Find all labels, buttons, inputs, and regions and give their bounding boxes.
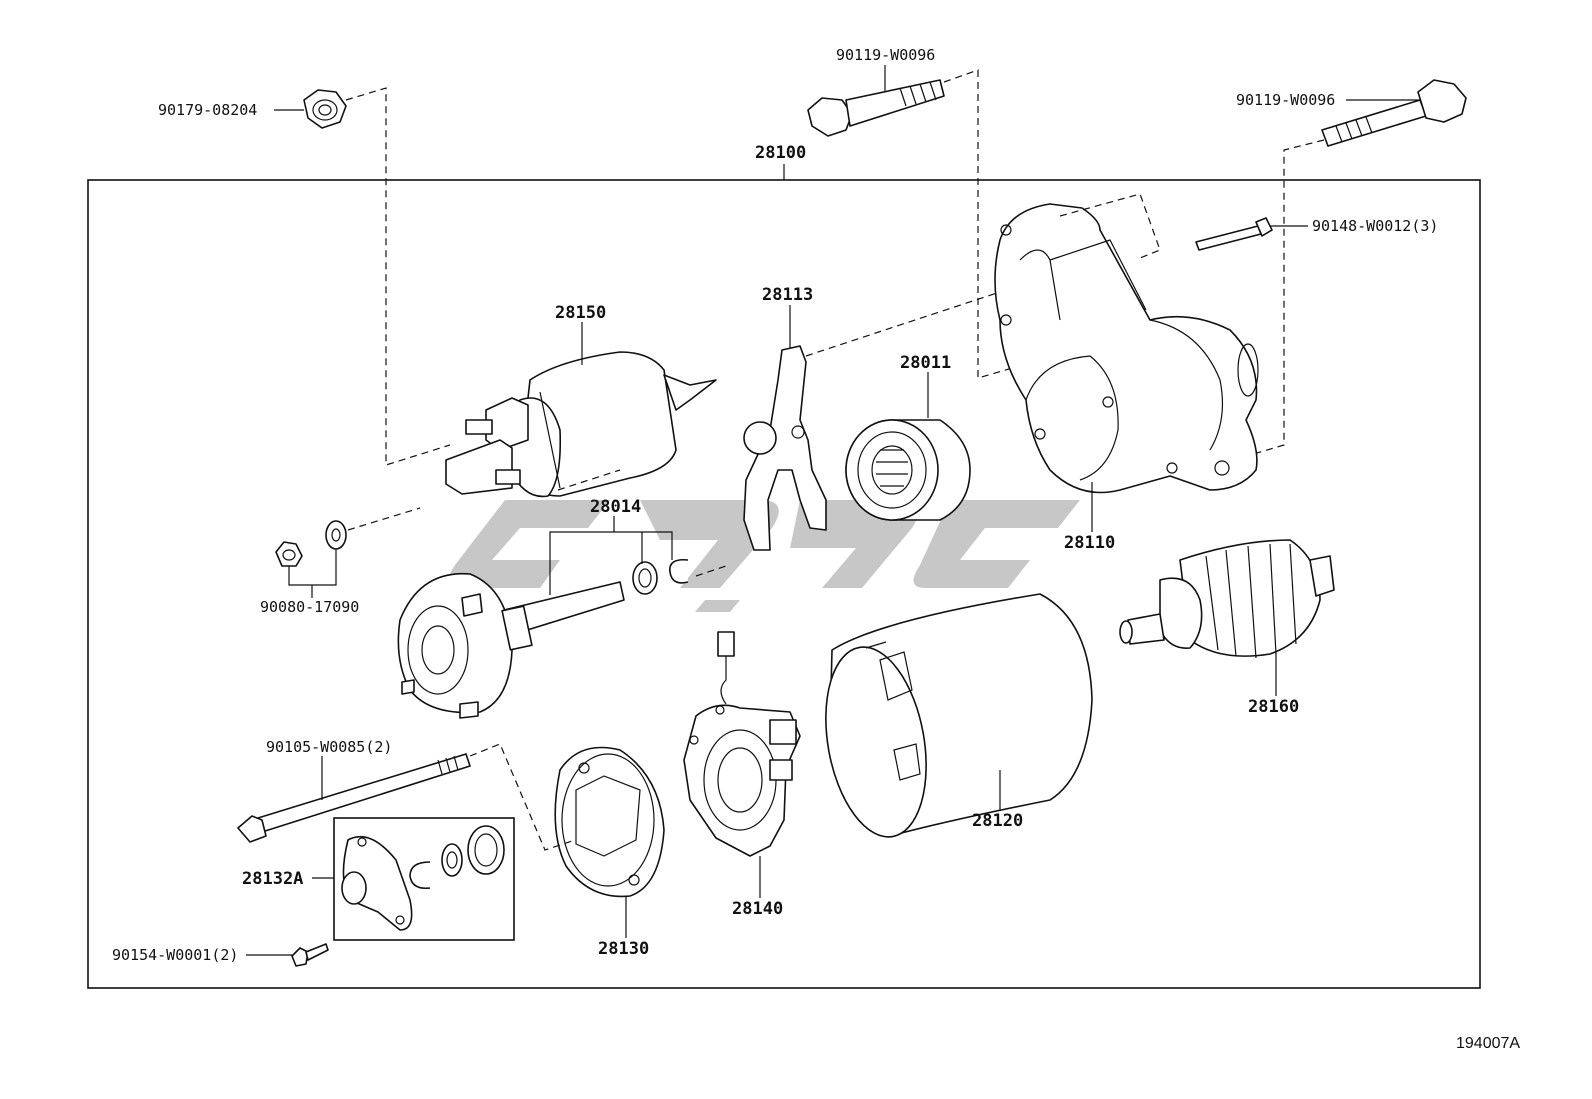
label-90154: 90154-W0001(2)	[112, 946, 238, 964]
label-28110: 28110	[1064, 533, 1115, 553]
label-28014: 28014	[590, 497, 641, 517]
label-28120: 28120	[972, 811, 1023, 831]
label-28150: 28150	[555, 303, 606, 323]
label-28011: 28011	[900, 353, 951, 373]
label-90179: 90179-08204	[158, 101, 257, 119]
screw-90154-icon	[291, 943, 329, 967]
nut-90179-icon	[303, 89, 347, 129]
figure-id: 194007A	[1456, 1035, 1520, 1052]
bolt-90148-icon	[1195, 217, 1273, 251]
lever-28113-icon	[743, 345, 827, 551]
armature-28160-icon	[1119, 539, 1335, 659]
yoke-28120-icon	[825, 593, 1093, 838]
label-90148: 90148-W0012(3)	[1312, 217, 1438, 235]
nut-washer-90080-icon	[275, 520, 347, 567]
bolt-90119-right-icon	[1321, 79, 1467, 147]
label-28132A: 28132A	[242, 869, 303, 889]
label-90119-right: 90119-W0096	[1236, 91, 1335, 109]
through-bolt-90105-icon	[237, 753, 471, 843]
label-28100: 28100	[755, 143, 806, 163]
label-90119-center: 90119-W0096	[836, 46, 935, 64]
label-28160: 28160	[1248, 697, 1299, 717]
bearing-cover-kit-28132A-icon	[341, 825, 505, 931]
solenoid-28150-icon	[445, 351, 717, 498]
drive-end-frame-28014-icon	[397, 572, 625, 719]
label-90105: 90105-W0085(2)	[266, 738, 392, 756]
label-90080: 90080-17090	[260, 598, 359, 616]
end-frame-28130-icon	[554, 746, 665, 898]
label-28113: 28113	[762, 285, 813, 305]
label-28140: 28140	[732, 899, 783, 919]
brush-holder-28140-icon	[683, 631, 801, 857]
housing-28110-icon	[994, 203, 1259, 494]
label-28130: 28130	[598, 939, 649, 959]
ring-28014-icon	[632, 558, 689, 595]
clutch-28011-icon	[845, 419, 971, 521]
kit-box-28132A	[333, 817, 515, 941]
bolt-90119-center-icon	[807, 79, 945, 137]
